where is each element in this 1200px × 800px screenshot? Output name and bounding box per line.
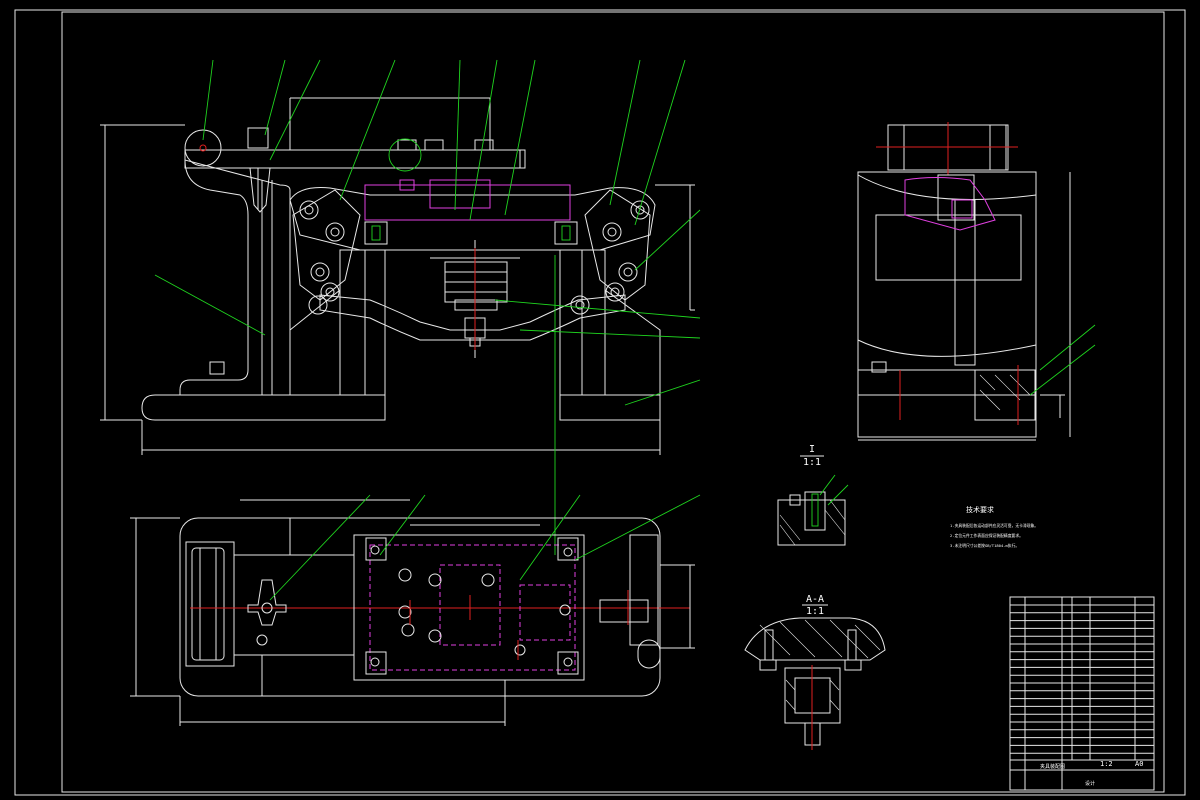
drawing-scale: 1:2	[1100, 760, 1113, 768]
tech-req-line-1: 1.夹具装配后各运动部件应灵活可靠，无卡滞现象。	[950, 523, 1038, 528]
side-view	[857, 122, 1096, 441]
detail-i-scale: 1:1	[803, 457, 821, 468]
title-block: 夹具装配图 1:2 A0 设计	[1009, 596, 1155, 791]
technical-requirements: 技术要求 1.夹具装配后各运动部件应灵活可靠，无卡滞现象。 2.定位元件工作表面…	[950, 505, 1038, 548]
bom-grid	[1010, 604, 1154, 754]
section-a-scale: 1:1	[806, 606, 824, 617]
drawing-sheet: A0	[1135, 760, 1143, 768]
detail-i-view: I 1:1	[777, 444, 849, 546]
drawing-company: 设计	[1085, 780, 1095, 787]
tech-req-line-3: 3.未注明尺寸公差按GB/T1804-m执行。	[950, 543, 1019, 548]
tech-req-title: 技术要求	[966, 505, 994, 514]
section-a-label: A-A	[806, 594, 824, 605]
sheet-outer-border	[14, 9, 1186, 796]
section-a-view: A-A 1:1	[744, 594, 886, 750]
tech-req-line-2: 2.定位元件工作表面应保证装配精度要求。	[950, 533, 1023, 538]
sheet-inner-border	[61, 11, 1165, 793]
drawing-name: 夹具装配图	[1040, 763, 1065, 770]
top-view-bolt-holes	[370, 545, 573, 667]
front-view	[100, 59, 701, 555]
detail-i-label: I	[809, 444, 815, 455]
top-view	[130, 494, 701, 726]
